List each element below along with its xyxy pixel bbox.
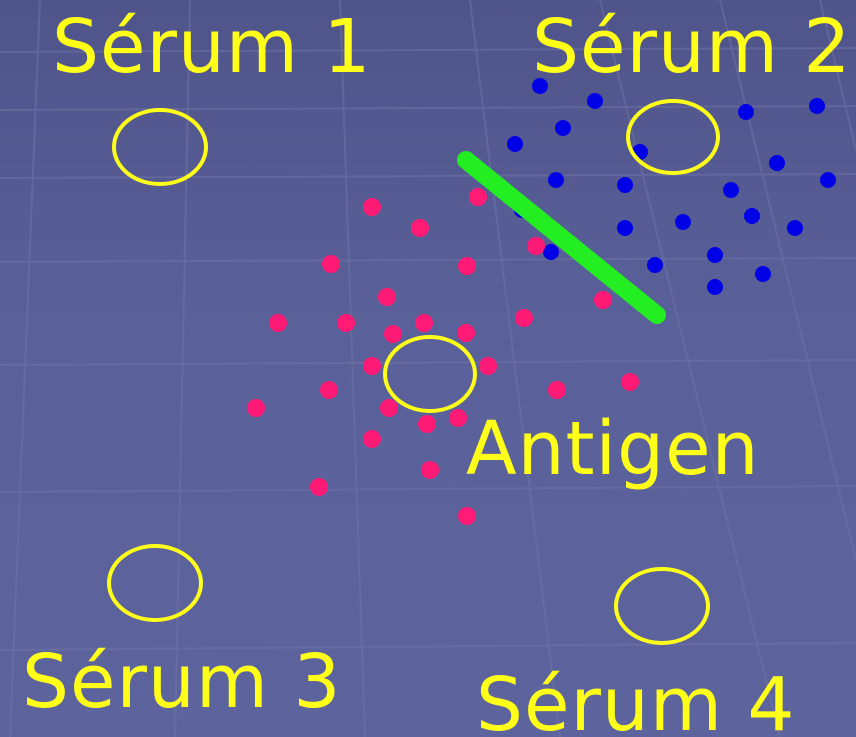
- antibody-dot: [543, 244, 559, 260]
- antigen-dot: [457, 324, 475, 342]
- serum-2-well: [628, 101, 718, 173]
- antibody-particles-serum-2: [507, 78, 836, 295]
- serum-4-label: Sérum 4: [476, 668, 796, 737]
- serum-1-label: Sérum 1: [52, 10, 372, 84]
- antigen-dot: [415, 314, 433, 332]
- antigen-dot: [322, 255, 340, 273]
- antigen-dot: [548, 381, 566, 399]
- antibody-dot: [507, 136, 523, 152]
- serum-4-well: [616, 569, 708, 643]
- antibody-dot: [707, 247, 723, 263]
- antigen-dot: [247, 399, 265, 417]
- antibody-dot: [755, 266, 771, 282]
- antigen-dot: [469, 188, 487, 206]
- antibody-dot: [548, 172, 564, 188]
- antibody-dot: [809, 98, 825, 114]
- antigen-dot: [479, 357, 497, 375]
- antigen-dot: [449, 409, 467, 427]
- antigen-dot: [411, 219, 429, 237]
- antigen-label: Antigen: [466, 412, 760, 486]
- antigen-dot: [363, 357, 381, 375]
- antigen-well: [385, 337, 475, 411]
- antigen-dot: [337, 314, 355, 332]
- antibody-dot: [647, 257, 663, 273]
- antibody-dot: [820, 172, 836, 188]
- antigen-dot: [418, 415, 436, 433]
- antibody-dot: [587, 93, 603, 109]
- serum-3-label: Sérum 3: [22, 645, 342, 719]
- antigen-dot: [378, 288, 396, 306]
- antigen-dot: [458, 257, 476, 275]
- serum-1-well: [114, 110, 206, 184]
- antibody-dot: [617, 220, 633, 236]
- antigen-dot: [320, 381, 338, 399]
- antigen-dot: [363, 430, 381, 448]
- antigen-dot: [515, 309, 533, 327]
- antibody-dot: [707, 279, 723, 295]
- antigen-dot: [363, 198, 381, 216]
- antigen-dot: [310, 478, 328, 496]
- antigen-dot: [421, 461, 439, 479]
- antigen-dot: [458, 507, 476, 525]
- antibody-dot: [723, 182, 739, 198]
- antibody-dot: [787, 220, 803, 236]
- antigen-dot: [380, 399, 398, 417]
- antibody-dot: [555, 120, 571, 136]
- antibody-dot: [738, 104, 754, 120]
- antigen-dot: [384, 325, 402, 343]
- antibody-dot: [675, 214, 691, 230]
- antibody-dot: [617, 177, 633, 193]
- antigen-dot: [594, 291, 612, 309]
- serum-2-label: Sérum 2: [532, 10, 852, 84]
- antigen-dot: [621, 373, 639, 391]
- serum-3-well: [109, 546, 201, 620]
- antibody-dot: [769, 155, 785, 171]
- antibody-dot: [744, 208, 760, 224]
- antigen-dot: [269, 314, 287, 332]
- antigen-dot: [527, 237, 545, 255]
